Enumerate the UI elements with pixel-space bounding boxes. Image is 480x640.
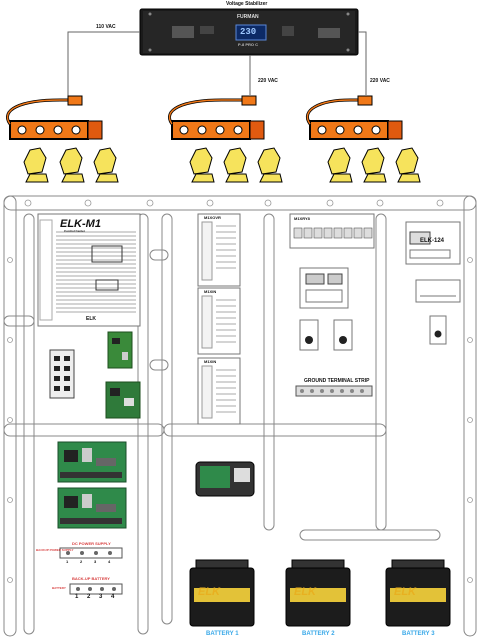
small-relay-module — [429, 315, 447, 345]
elk-m1-title: ELK-M1 — [60, 218, 101, 230]
dc-terminal-4: 4 — [108, 559, 111, 564]
dc-supply-label: DC POWER SUPPLY — [72, 541, 111, 546]
stabilizer-caption: Voltage Stabilizer — [226, 1, 268, 7]
keypad-module — [49, 349, 75, 399]
battery-2-body — [285, 559, 351, 627]
transformer-module — [415, 279, 461, 303]
elk-124-title: ELK-124 — [420, 238, 445, 244]
line-voltage-label: 110 VAC — [96, 24, 116, 30]
battery-3-body — [385, 559, 451, 627]
backup-battery-label: BACK-UP BATTERY — [72, 576, 110, 581]
power-strip-2 — [168, 95, 265, 140]
expander-m1xovr — [197, 213, 241, 287]
battery-terminal-2: 2 — [87, 594, 91, 600]
supply-lines — [67, 31, 367, 105]
power-adapters — [23, 147, 421, 183]
stabilizer-readout: 230 — [240, 27, 257, 37]
dc-terminal-3: 3 — [94, 559, 97, 564]
ground-terminal-strip — [295, 385, 373, 397]
elk-m1-footer: ELK — [86, 316, 96, 322]
stabilizer-display — [235, 24, 267, 41]
output-voltage-label-1: 220 VAC — [258, 78, 278, 84]
battery-terminal-3: 3 — [99, 594, 103, 600]
circuit-board-1 — [107, 331, 133, 369]
dc-supply-side-label: BACKUP POWER SUPPLY — [36, 548, 74, 552]
battery-terminal-4: 4 — [111, 594, 115, 600]
battery-1-body — [189, 559, 255, 627]
expander-title-3: M1XIN — [204, 359, 217, 364]
stabilizer-brand: FURMAN — [237, 14, 259, 20]
battery-1-brand: ELK — [198, 586, 220, 598]
dc-terminal-1: 1 — [66, 559, 69, 564]
elk-124-module — [405, 221, 461, 265]
ground-strip-label: GROUND TERMINAL STRIP — [304, 378, 370, 384]
siren-module-2 — [333, 319, 353, 351]
communicator-device — [195, 461, 255, 497]
power-board-2 — [57, 487, 127, 529]
backup-battery-side-label: BATTERY — [52, 586, 66, 590]
power-strip-1 — [6, 95, 103, 140]
output-voltage-label-2: 220 VAC — [370, 78, 390, 84]
battery-2-label: BATTERY 2 — [302, 631, 335, 637]
expander-m1xin-2 — [197, 357, 241, 425]
power-strip-3 — [306, 95, 403, 140]
battery-terminals — [69, 583, 123, 595]
voltage-stabilizer — [139, 8, 359, 56]
battery-3-brand: ELK — [394, 586, 416, 598]
siren-module-1 — [299, 319, 319, 351]
dc-power-terminals — [59, 547, 123, 559]
data-bus-module — [299, 267, 349, 309]
mounting-frame — [3, 195, 477, 637]
battery-1-label: BATTERY 1 — [206, 631, 239, 637]
expander-m1xin-1 — [197, 287, 241, 355]
battery-2-brand: ELK — [294, 586, 316, 598]
battery-3-label: BATTERY 3 — [402, 631, 435, 637]
elk-m1-panel — [37, 213, 141, 327]
expander-title-1: M1XOVR — [204, 215, 221, 220]
relay-board — [289, 213, 375, 249]
power-board-1 — [57, 441, 127, 483]
relay-board-label: M1XRY8 — [294, 216, 310, 221]
elk-m1-subtitle: Control Center — [64, 229, 85, 233]
battery-terminal-1: 1 — [75, 594, 79, 600]
dc-terminal-2: 2 — [80, 559, 83, 564]
frame-holes — [7, 199, 473, 583]
expander-title-2: M1XIN — [204, 289, 217, 294]
stabilizer-model: P-8 PRO C — [238, 42, 259, 47]
circuit-board-2 — [105, 381, 141, 419]
